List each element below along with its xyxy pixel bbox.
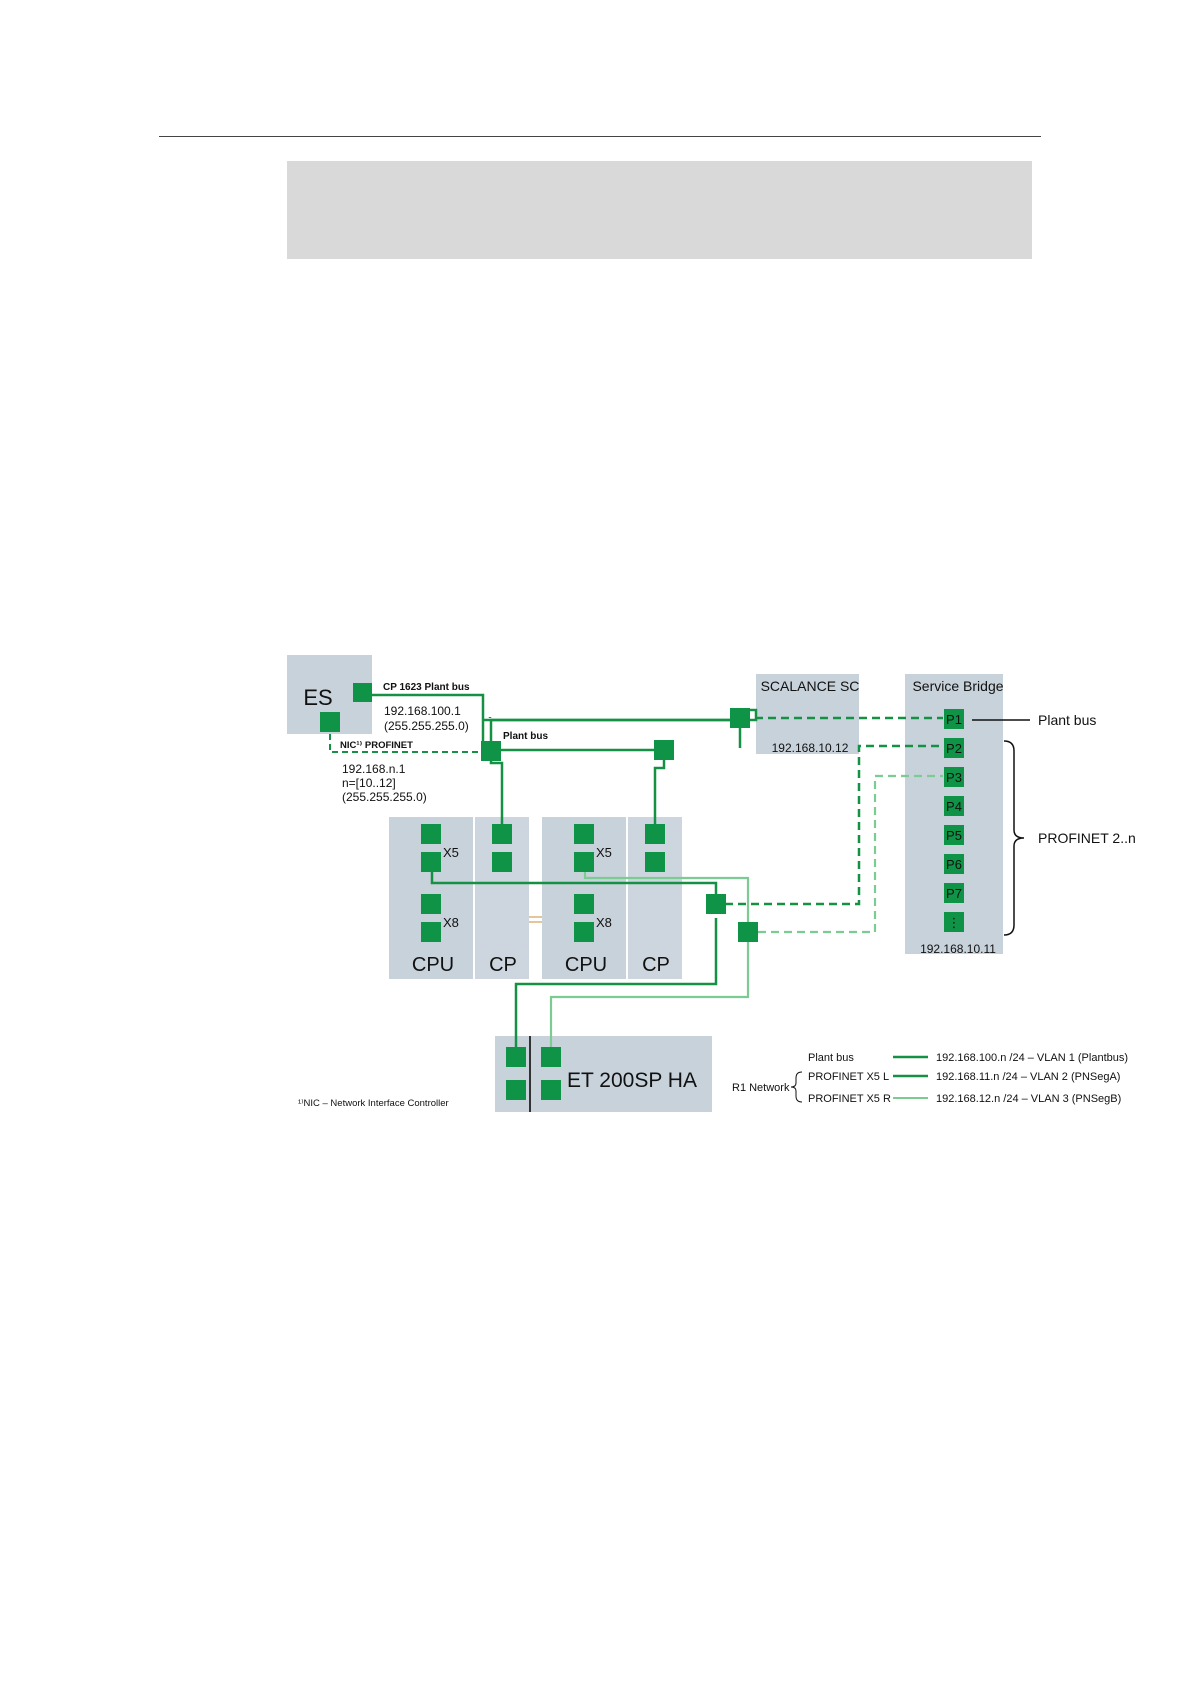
x5-right-switch xyxy=(738,922,758,942)
cpu-left-x8-label: X8 xyxy=(443,915,459,930)
service-bridge-port xyxy=(944,912,964,932)
legend-x5r-desc: 192.168.12.n /24 – VLAN 3 (PNSegB) xyxy=(936,1093,1121,1105)
cp-right-label: CP xyxy=(642,954,670,976)
et200-port-1 xyxy=(506,1047,526,1067)
x5-left-dashed xyxy=(725,744,943,906)
right-profinet-label: PROFINET 2..n xyxy=(1038,830,1136,846)
et200-label: ET 200SP HA xyxy=(567,1069,697,1092)
es-nic-n: n=[10..12] xyxy=(342,776,396,790)
service-bridge-port-label: P4 xyxy=(946,799,962,814)
cpu-left-label: CPU xyxy=(412,954,454,976)
es-nic-port xyxy=(320,712,340,732)
cp-left-port-1 xyxy=(492,824,512,844)
switch-node xyxy=(654,740,674,760)
cpu-right-x5-port-2 xyxy=(574,852,594,872)
footnote: ¹⁾NIC – Network Interface Controller xyxy=(298,1098,449,1109)
service-bridge-label: Service Bridge xyxy=(912,678,1003,694)
cpu-left-x5-port-1 xyxy=(421,824,441,844)
legend-x5l-name: PROFINET X5 L xyxy=(808,1071,889,1083)
x5-left-switch xyxy=(706,894,726,914)
nic-dashed xyxy=(329,734,490,753)
cpu-left-x5-label: X5 xyxy=(443,845,459,860)
service-bridge-port-label: P7 xyxy=(946,886,962,901)
et200-port-2 xyxy=(506,1080,526,1100)
cpu-right-x8-port-1 xyxy=(574,894,594,914)
legend: Plant bus 192.168.100.n /24 – VLAN 1 (Pl… xyxy=(732,1052,1128,1105)
scalance-ip: 192.168.10.12 xyxy=(772,741,849,755)
legend-group-label: R1 Network xyxy=(732,1082,790,1094)
es-nic-ip: 192.168.n.1 xyxy=(342,762,406,776)
es-cp-mask: (255.255.255.0) xyxy=(384,719,469,733)
cpu-right-x8-label: X8 xyxy=(596,915,612,930)
et200-port-4 xyxy=(541,1080,561,1100)
legend-x5r-name: PROFINET X5 R xyxy=(808,1093,891,1105)
note-box xyxy=(287,161,1032,259)
cpu-right-x5-port-1 xyxy=(574,824,594,844)
service-bridge-port-label: P1 xyxy=(946,712,962,727)
switch-node xyxy=(481,741,501,761)
es-cp-ip: 192.168.100.1 xyxy=(384,704,461,718)
cp-left-label: CP xyxy=(489,954,517,976)
legend-brace xyxy=(790,1071,803,1103)
scalance-box xyxy=(756,674,859,754)
es-nic-mask: (255.255.255.0) xyxy=(342,790,427,804)
scalance-port xyxy=(730,708,750,728)
legend-plant-bus-desc: 192.168.100.n /24 – VLAN 1 (Plantbus) xyxy=(936,1052,1128,1064)
service-bridge-port-label: P6 xyxy=(946,857,962,872)
es-nic-label: NIC¹⁾ PROFINET xyxy=(340,740,413,751)
profinet-brace xyxy=(1003,740,1025,936)
x5-right-dashed xyxy=(758,774,943,934)
service-bridge-port-label: P3 xyxy=(946,770,962,785)
es-cp-label: CP 1623 Plant bus xyxy=(383,682,470,693)
cpu-right-x8-port-2 xyxy=(574,922,594,942)
service-bridge-port-label: P5 xyxy=(946,828,962,843)
cp-left-port-2 xyxy=(492,852,512,872)
cp-right-port-1 xyxy=(645,824,665,844)
et200-port-3 xyxy=(541,1047,561,1067)
top-rule xyxy=(159,136,1041,137)
service-bridge-port xyxy=(944,738,964,758)
es-cp-port xyxy=(353,683,372,702)
scalance-label: SCALANCE SC xyxy=(761,678,860,694)
et200-box xyxy=(495,1036,712,1112)
cpu-right-x5-label: X5 xyxy=(596,845,612,860)
service-bridge-port-label: ⋮ xyxy=(948,915,961,930)
cpu-left-x8-port-2 xyxy=(421,922,441,942)
service-bridge-port xyxy=(944,796,964,816)
es-label: ES xyxy=(303,685,332,710)
cp-right-port-2 xyxy=(645,852,665,872)
plant-bus-label: Plant bus xyxy=(503,731,548,742)
service-bridge-port xyxy=(944,854,964,874)
cpu-left-x5-port-2 xyxy=(421,852,441,872)
ports xyxy=(320,683,758,1100)
x5-left-lines xyxy=(430,862,718,1047)
cpu-right-label: CPU xyxy=(565,954,607,976)
legend-plant-bus-name: Plant bus xyxy=(808,1052,854,1064)
service-bridge-port xyxy=(944,767,964,787)
service-bridge-port-label: P2 xyxy=(946,741,962,756)
service-bridge-port xyxy=(944,883,964,903)
service-bridge-ip: 192.168.10.11 xyxy=(920,942,996,956)
cpu-left-x8-port-1 xyxy=(421,894,441,914)
service-bridge-port xyxy=(944,825,964,845)
legend-x5l-desc: 192.168.11.n /24 – VLAN 2 (PNSegA) xyxy=(936,1071,1120,1083)
service-bridge-port xyxy=(944,709,964,729)
right-plant-bus-label: Plant bus xyxy=(1038,712,1096,728)
